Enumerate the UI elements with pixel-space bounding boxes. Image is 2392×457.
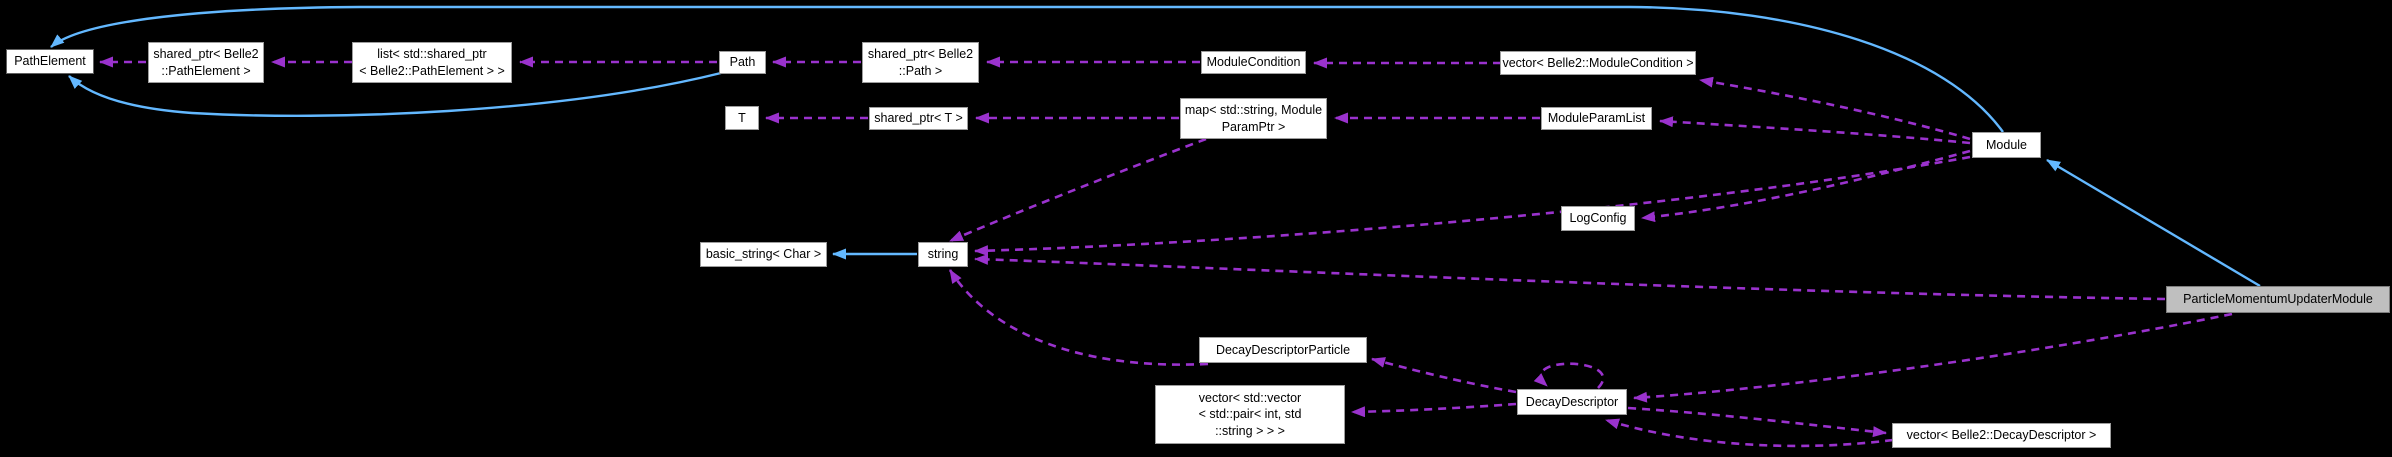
node-string-label: string — [927, 247, 959, 262]
edge-pmu-to-decaydescriptor — [1633, 312, 2233, 403]
edge-decaydescriptor-to-vector-dd — [1627, 406, 1887, 438]
node-decaydescriptorparticle[interactable]: DecayDescriptorParticle — [1199, 337, 1367, 363]
node-pathelement[interactable]: PathElement — [6, 49, 94, 74]
edge-map-to-string — [949, 137, 1207, 243]
node-string[interactable]: string — [918, 242, 968, 267]
edge-module-to-pathelement — [50, 5, 2004, 133]
node-particlemomentumupdatermodule-label: ParticleMomentumUpdaterModule — [2183, 292, 2373, 307]
node-decaydescriptor[interactable]: DecayDescriptor — [1517, 389, 1627, 415]
node-shared-ptr-pathelement[interactable]: shared_ptr< Belle2 ::PathElement > — [148, 42, 264, 83]
edge-decaydescriptor-to-ddparticle — [1371, 357, 1517, 394]
edge-decaydescriptor-to-vector-pair — [1351, 402, 1517, 418]
node-map-moduleparamptr[interactable]: map< std::string, Module ParamPtr > — [1180, 98, 1327, 139]
node-shared-ptr-path[interactable]: shared_ptr< Belle2 ::Path > — [862, 42, 979, 83]
node-shared-ptr-pathelement-label: shared_ptr< Belle2 ::PathElement > — [153, 47, 259, 78]
node-module[interactable]: Module — [1972, 132, 2041, 158]
edge-ddparticle-to-string — [948, 269, 1209, 366]
node-shared-ptr-t-label: shared_ptr< T > — [874, 111, 963, 126]
node-path[interactable]: Path — [719, 51, 766, 74]
node-module-label: Module — [1986, 137, 2027, 152]
edge-path-to-pathelement — [68, 71, 722, 117]
edge-module-to-vector-mc — [1699, 76, 1971, 141]
node-modulecondition[interactable]: ModuleCondition — [1201, 51, 1306, 74]
edge-pmu-to-module — [2046, 158, 2261, 288]
node-map-moduleparamptr-label: map< std::string, Module ParamPtr > — [1184, 103, 1323, 134]
edge-decaydescriptor-self-loop — [1533, 362, 1605, 389]
node-path-label: Path — [729, 55, 756, 70]
node-decaydescriptorparticle-label: DecayDescriptorParticle — [1215, 342, 1351, 357]
node-vector-modulecondition-label: vector< Belle2::ModuleCondition > — [1502, 55, 1694, 70]
edge-vector-dd-to-decaydescriptor — [1605, 418, 1894, 448]
node-modulecondition-label: ModuleCondition — [1206, 55, 1301, 70]
edge-module-to-moduleparamlist — [1659, 116, 1971, 145]
node-moduleparamlist-label: ModuleParamList — [1547, 111, 1646, 126]
node-vector-modulecondition[interactable]: vector< Belle2::ModuleCondition > — [1500, 51, 1696, 75]
node-vector-decaydescriptor[interactable]: vector< Belle2::DecayDescriptor > — [1892, 423, 2111, 448]
node-shared-ptr-path-label: shared_ptr< Belle2 ::Path > — [867, 47, 974, 78]
node-pathelement-label: PathElement — [14, 54, 86, 69]
node-logconfig-label: LogConfig — [1569, 211, 1627, 226]
node-t-label: T — [738, 110, 746, 125]
node-logconfig[interactable]: LogConfig — [1561, 206, 1635, 231]
node-basic-string-char-label: basic_string< Char > — [705, 247, 822, 262]
node-vector-decaydescriptor-label: vector< Belle2::DecayDescriptor > — [1906, 428, 2097, 443]
node-vector-pair-int-string[interactable]: vector< std::vector < std::pair< int, st… — [1155, 385, 1345, 444]
node-shared-ptr-t[interactable]: shared_ptr< T > — [869, 107, 968, 130]
edge-pmu-to-string — [974, 253, 2166, 301]
node-basic-string-char[interactable]: basic_string< Char > — [700, 242, 827, 267]
node-vector-pair-int-string-label: vector< std::vector < std::pair< int, st… — [1198, 391, 1302, 438]
node-list-shared-ptr-pathelement[interactable]: list< std::shared_ptr < Belle2::PathElem… — [352, 42, 512, 83]
node-particlemomentumupdatermodule[interactable]: ParticleMomentumUpdaterModule — [2166, 286, 2390, 313]
edge-module-to-logconfig — [1641, 149, 1971, 223]
node-t[interactable]: T — [725, 106, 759, 130]
node-decaydescriptor-label: DecayDescriptor — [1525, 394, 1619, 409]
edge-module-to-string — [974, 155, 1971, 257]
node-moduleparamlist[interactable]: ModuleParamList — [1541, 107, 1652, 130]
node-list-shared-ptr-pathelement-label: list< std::shared_ptr < Belle2::PathElem… — [359, 47, 505, 78]
